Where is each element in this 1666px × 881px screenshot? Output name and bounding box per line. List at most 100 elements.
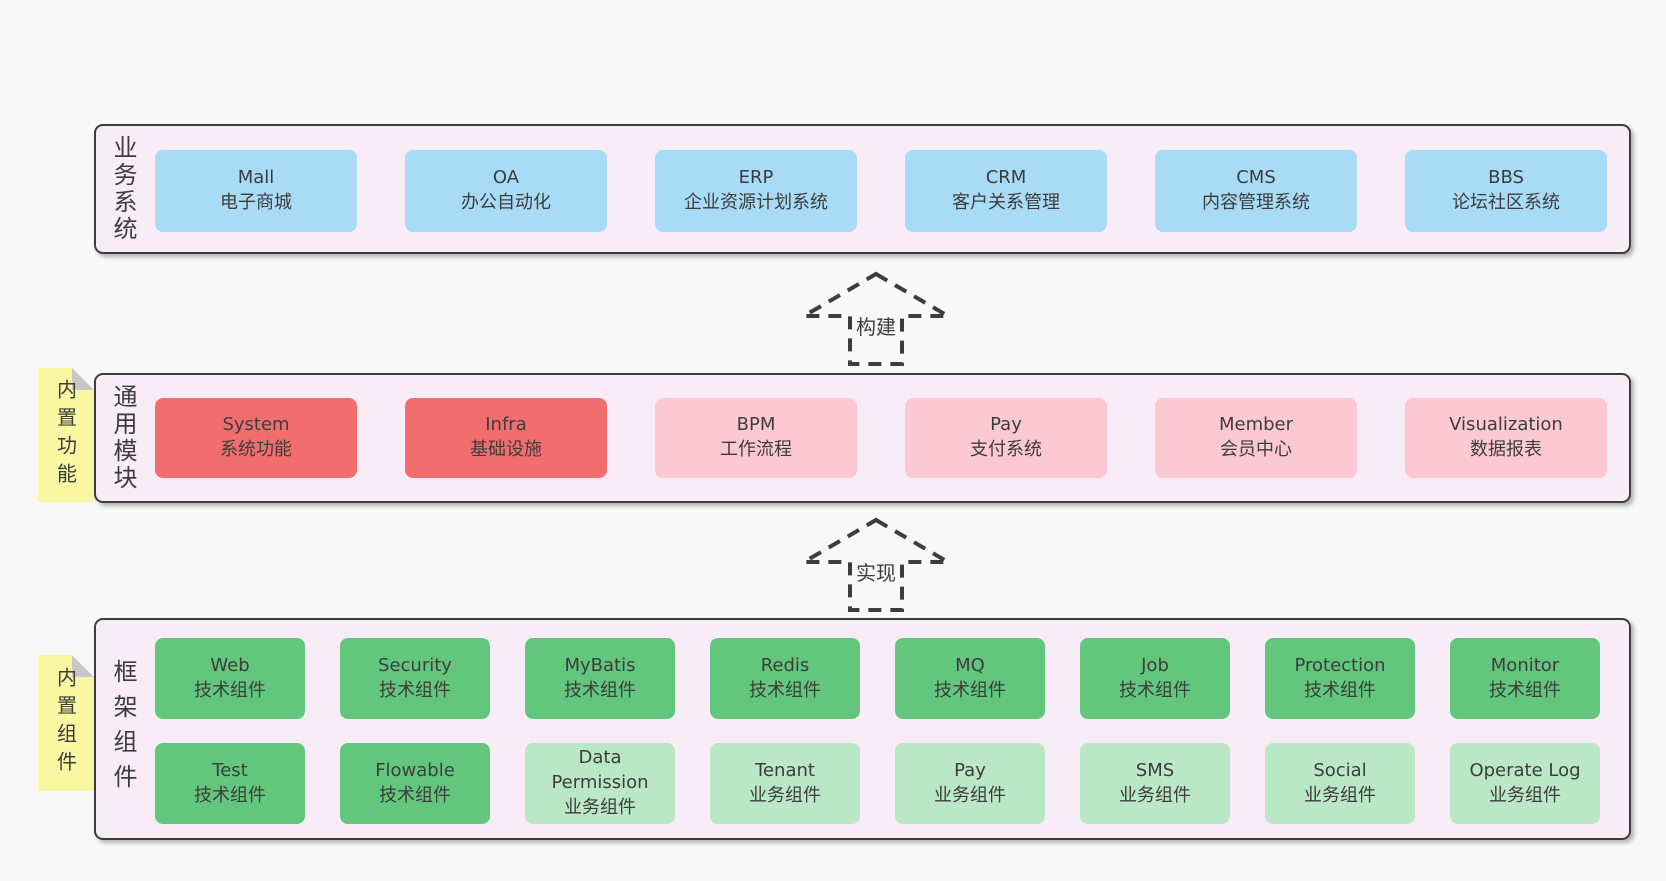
box-bpm: BPM 工作流程 bbox=[655, 398, 857, 478]
arrow-label-bg bbox=[852, 312, 900, 342]
box-desc: 办公自动化 bbox=[461, 192, 551, 213]
box-desc: 业务组件 bbox=[1304, 784, 1376, 806]
implement-arrow-icon: 实现 bbox=[800, 516, 952, 614]
box-redis: Redis 技术组件 bbox=[710, 638, 860, 719]
box-security: Security 技术组件 bbox=[340, 638, 490, 719]
box-name: Protection bbox=[1294, 654, 1386, 676]
box-name: CRM bbox=[985, 167, 1027, 189]
box-desc: 论坛社区系统 bbox=[1452, 192, 1560, 213]
box-desc: 技术组件 bbox=[934, 679, 1006, 701]
box-name: Job bbox=[1141, 654, 1169, 676]
box-name: ERP bbox=[738, 167, 774, 189]
up-arrow-outline bbox=[800, 517, 952, 612]
box-monitor: Monitor 技术组件 bbox=[1450, 638, 1600, 719]
box-crm: CRM 客户关系管理 bbox=[905, 150, 1107, 232]
box-name: BBS bbox=[1488, 167, 1524, 189]
box-name: MQ bbox=[955, 654, 985, 676]
box-operate-log: Operate Log 业务组件 bbox=[1450, 743, 1600, 824]
implement-arrow-label: 实现 bbox=[856, 561, 896, 585]
box-desc: 技术组件 bbox=[379, 679, 451, 701]
box-tenant: Tenant 业务组件 bbox=[710, 743, 860, 824]
box-name: Test bbox=[212, 759, 248, 781]
panel-title-components: 框架组件 bbox=[109, 659, 137, 799]
box-desc: 技术组件 bbox=[1489, 679, 1561, 701]
box-name: Pay bbox=[990, 414, 1022, 436]
box-desc: 数据报表 bbox=[1470, 439, 1542, 460]
box-job: Job 技术组件 bbox=[1080, 638, 1230, 719]
box-name: Member bbox=[1218, 414, 1294, 436]
box-name: SMS bbox=[1135, 759, 1175, 781]
note-text: 内置功能 bbox=[53, 379, 78, 491]
box-pay-module: Pay 支付系统 bbox=[905, 398, 1107, 478]
components-box-row-1: Web 技术组件 Security 技术组件 MyBatis 技术组件 Redi… bbox=[155, 638, 1600, 719]
box-system: System 系统功能 bbox=[155, 398, 357, 478]
box-desc: 技术组件 bbox=[749, 679, 821, 701]
box-pay-component: Pay 业务组件 bbox=[895, 743, 1045, 824]
modules-box-row: System 系统功能 Infra 基础设施 BPM 工作流程 Pay 支付系统… bbox=[155, 398, 1607, 478]
box-mq: MQ 技术组件 bbox=[895, 638, 1045, 719]
box-desc: 业务组件 bbox=[934, 784, 1006, 806]
build-arrow-label: 构建 bbox=[856, 315, 896, 339]
components-box-row-2: Test 技术组件 Flowable 技术组件 Data Permission … bbox=[155, 743, 1600, 824]
box-name: BPM bbox=[736, 414, 776, 436]
box-member: Member 会员中心 bbox=[1155, 398, 1357, 478]
box-desc: 业务组件 bbox=[1489, 784, 1561, 806]
box-data-permission: Data Permission 业务组件 bbox=[525, 743, 675, 824]
box-desc: 客户关系管理 bbox=[952, 192, 1060, 213]
box-web: Web 技术组件 bbox=[155, 638, 305, 719]
sticky-note-builtin-components: 内置组件 bbox=[38, 655, 94, 791]
box-infra: Infra 基础设施 bbox=[405, 398, 607, 478]
box-name: Social bbox=[1313, 759, 1367, 781]
box-desc: 技术组件 bbox=[194, 784, 266, 806]
box-oa: OA 办公自动化 bbox=[405, 150, 607, 232]
box-desc: 技术组件 bbox=[194, 679, 266, 701]
box-name: Pay bbox=[954, 759, 986, 781]
box-name: Data Permission bbox=[551, 747, 649, 794]
box-name: Infra bbox=[485, 414, 527, 436]
box-flowable: Flowable 技术组件 bbox=[340, 743, 490, 824]
box-erp: ERP 企业资源计划系统 bbox=[655, 150, 857, 232]
box-name: MyBatis bbox=[564, 654, 636, 676]
box-desc: 支付系统 bbox=[970, 439, 1042, 460]
box-desc: 基础设施 bbox=[470, 439, 542, 460]
up-arrow-outline bbox=[800, 271, 952, 366]
box-desc: 电子商城 bbox=[220, 192, 292, 213]
box-social: Social 业务组件 bbox=[1265, 743, 1415, 824]
note-text: 内置组件 bbox=[53, 667, 78, 779]
box-name: CMS bbox=[1236, 167, 1276, 189]
panel-business-systems: 业务系统 Mall 电子商城 OA 办公自动化 ERP 企业资源计划系统 CRM… bbox=[94, 124, 1631, 254]
box-test: Test 技术组件 bbox=[155, 743, 305, 824]
box-desc: 技术组件 bbox=[1119, 679, 1191, 701]
box-name: Security bbox=[378, 654, 452, 676]
build-arrow-icon: 构建 bbox=[800, 270, 952, 368]
box-desc: 会员中心 bbox=[1220, 439, 1292, 460]
box-mybatis: MyBatis 技术组件 bbox=[525, 638, 675, 719]
box-sms: SMS 业务组件 bbox=[1080, 743, 1230, 824]
business-box-row: Mall 电子商城 OA 办公自动化 ERP 企业资源计划系统 CRM 客户关系… bbox=[155, 150, 1607, 232]
box-name: OA bbox=[492, 167, 520, 189]
box-name: Redis bbox=[760, 654, 810, 676]
box-desc: 技术组件 bbox=[564, 679, 636, 701]
panel-common-modules: 通用模块 System 系统功能 Infra 基础设施 BPM 工作流程 Pay… bbox=[94, 373, 1631, 503]
box-name: System bbox=[222, 414, 290, 436]
box-desc: 业务组件 bbox=[564, 796, 636, 818]
box-name: Tenant bbox=[755, 759, 815, 781]
box-name: Flowable bbox=[375, 759, 455, 781]
panel-framework-components: 框架组件 Web 技术组件 Security 技术组件 MyBatis 技术组件… bbox=[94, 618, 1631, 840]
box-name: Operate Log bbox=[1469, 759, 1581, 781]
box-name: Visualization bbox=[1449, 414, 1563, 436]
box-desc: 业务组件 bbox=[1119, 784, 1191, 806]
box-desc: 工作流程 bbox=[720, 439, 792, 460]
box-name: Web bbox=[210, 654, 250, 676]
box-desc: 系统功能 bbox=[220, 439, 292, 460]
box-mall: Mall 电子商城 bbox=[155, 150, 357, 232]
sticky-note-builtin-functions: 内置功能 bbox=[38, 368, 94, 502]
box-name: Monitor bbox=[1490, 654, 1560, 676]
box-desc: 内容管理系统 bbox=[1202, 192, 1310, 213]
arrow-label-bg bbox=[852, 558, 900, 588]
box-cms: CMS 内容管理系统 bbox=[1155, 150, 1357, 232]
box-name: Mall bbox=[237, 167, 275, 189]
box-desc: 企业资源计划系统 bbox=[684, 192, 828, 213]
panel-title-modules: 通用模块 bbox=[109, 384, 137, 492]
